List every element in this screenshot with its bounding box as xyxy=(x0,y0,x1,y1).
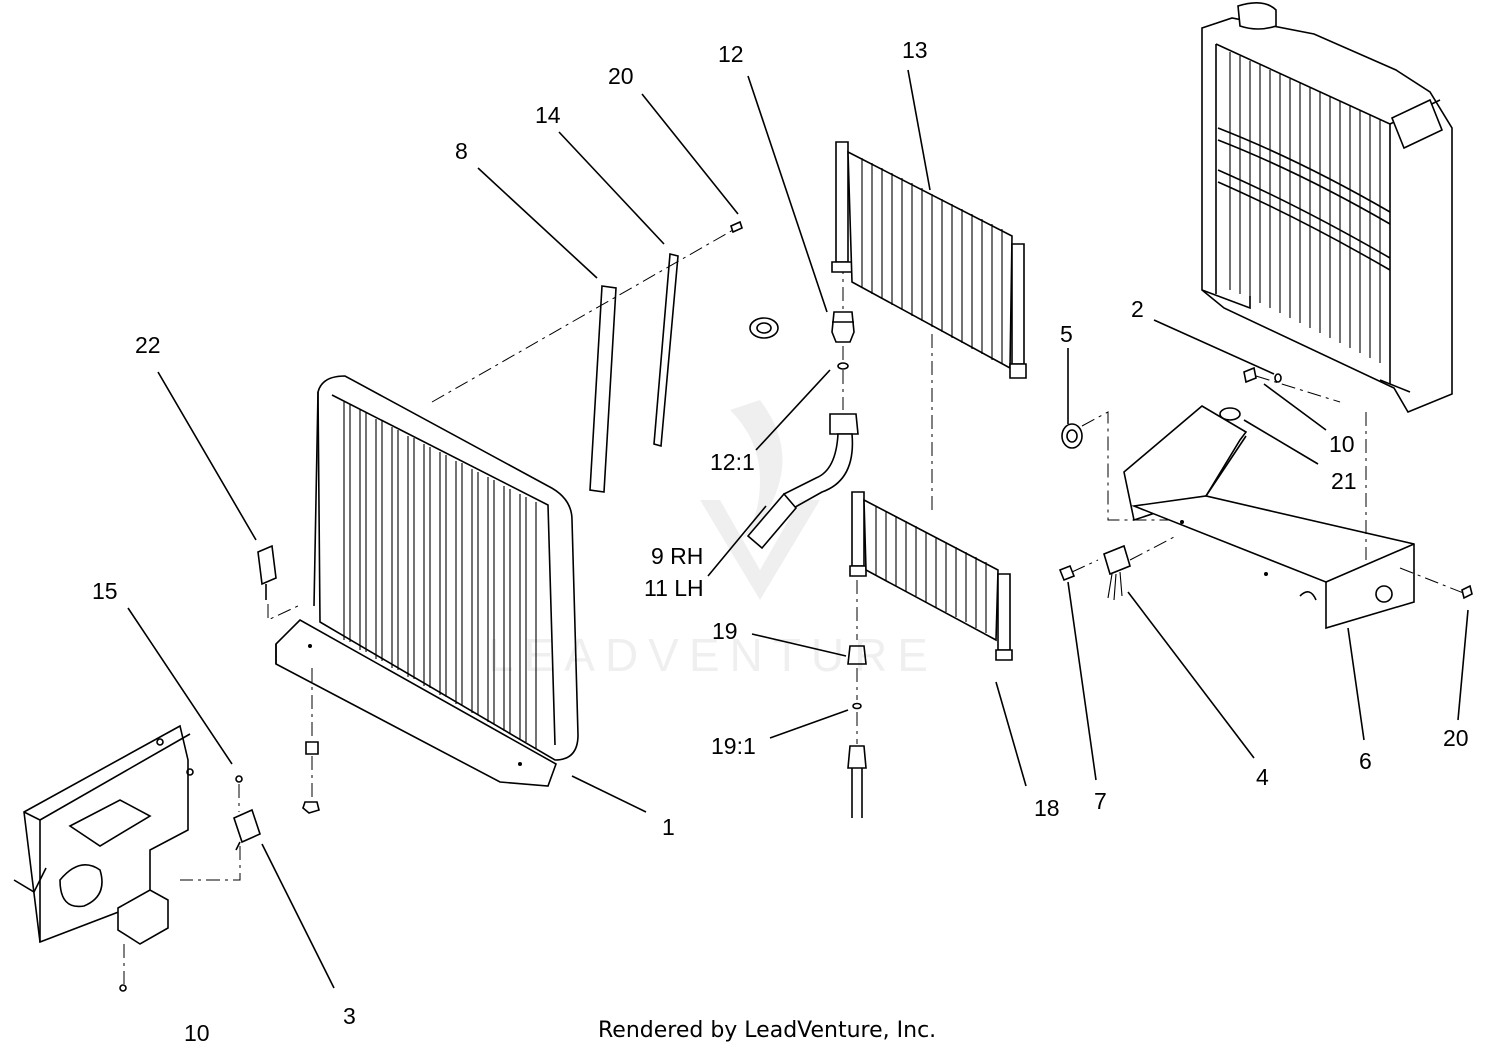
callout-10-bottom: 10 xyxy=(184,1020,210,1046)
callout-21: 21 xyxy=(1331,468,1357,494)
lower-fitting xyxy=(847,580,867,818)
callout-8: 8 xyxy=(455,138,468,164)
radiator xyxy=(1201,2,1453,414)
grommet-relay xyxy=(1058,411,1180,601)
callout-2: 2 xyxy=(1131,296,1144,322)
grille-screen xyxy=(275,375,579,787)
callout-20-top: 20 xyxy=(608,63,634,89)
callout-13: 13 xyxy=(902,37,928,63)
callout-3: 3 xyxy=(343,1003,356,1029)
callout-7: 7 xyxy=(1094,788,1107,814)
fitting-hose xyxy=(746,260,859,550)
grille-fasteners xyxy=(302,668,320,814)
callout-5: 5 xyxy=(1060,321,1073,347)
callout-12-1: 12:1 xyxy=(710,449,755,475)
callout-14: 14 xyxy=(535,102,561,128)
relay-part xyxy=(180,775,261,881)
callout-1: 1 xyxy=(662,814,675,840)
callout-18: 18 xyxy=(1034,795,1060,821)
callout-19-1: 19:1 xyxy=(711,733,756,759)
callout-6: 6 xyxy=(1359,748,1372,774)
clip-part xyxy=(257,544,301,621)
callout-12: 12 xyxy=(718,41,744,67)
callout-19: 19 xyxy=(712,618,738,644)
oil-cooler-lower xyxy=(849,491,1013,661)
watermark-logo xyxy=(700,400,820,600)
footer-credit: Rendered by LeadVenture, Inc. xyxy=(598,1018,937,1043)
radiator-hardware xyxy=(1243,366,1341,403)
seal-strips xyxy=(431,220,743,493)
callout-4: 4 xyxy=(1256,764,1269,790)
callout-22: 22 xyxy=(135,332,161,358)
leader-lines xyxy=(127,69,1469,989)
oil-cooler-upper xyxy=(831,141,1027,512)
callout-15: 15 xyxy=(92,578,118,604)
callout-10-right: 10 xyxy=(1329,431,1355,457)
callout-11-lh: 11 LH xyxy=(644,575,704,601)
watermark-text: LEADVENTURE xyxy=(488,629,938,681)
callout-20-right: 20 xyxy=(1443,725,1469,751)
mount-tray xyxy=(1123,405,1473,630)
mount-bracket xyxy=(13,724,194,992)
callout-9-rh: 9 RH xyxy=(651,543,704,569)
